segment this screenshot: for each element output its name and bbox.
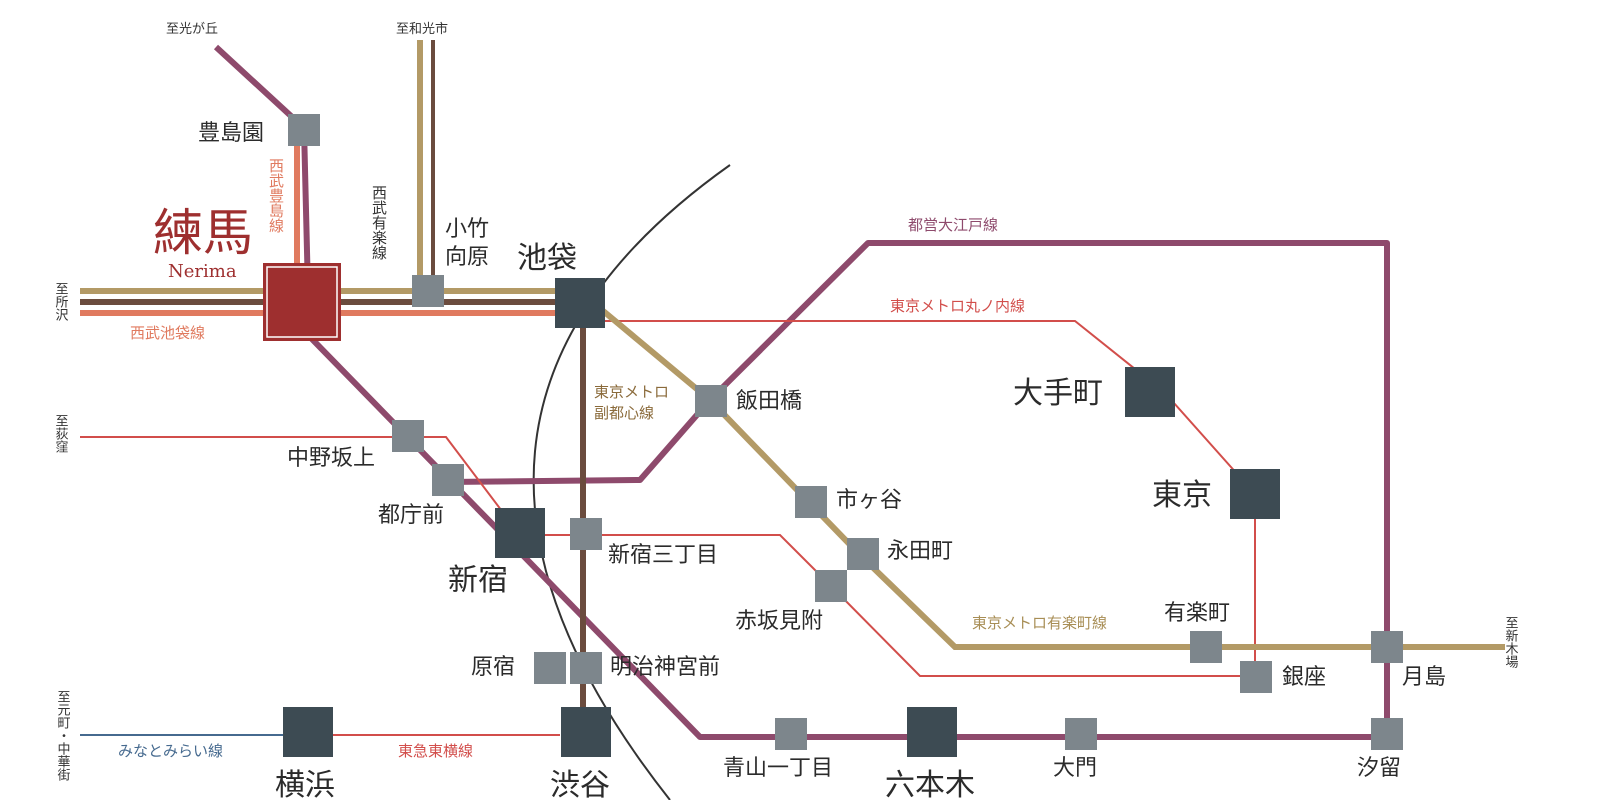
station-yokohama[interactable] bbox=[283, 707, 333, 757]
label-akasaka-mitsuke: 赤坂見附 bbox=[735, 609, 823, 634]
label-line-fukutoshin-1: 東京メトロ bbox=[594, 383, 669, 401]
direction-tokorozawa: 至所沢 bbox=[53, 282, 69, 321]
home-station-romaji: Nerima bbox=[168, 261, 237, 282]
label-ichigaya: 市ヶ谷 bbox=[836, 488, 902, 513]
label-nagatacho: 永田町 bbox=[887, 539, 953, 564]
label-line-seibu-toshima: 西武豊島線 bbox=[267, 158, 285, 233]
home-station-name: 練馬 bbox=[153, 204, 253, 262]
label-line-oedo: 都営大江戸線 bbox=[908, 216, 998, 234]
label-roppongi: 六本木 bbox=[885, 768, 975, 800]
label-ikebukuro: 池袋 bbox=[517, 241, 577, 276]
station-roppongi[interactable] bbox=[907, 707, 957, 757]
direction-wakoshi: 至和光市 bbox=[396, 21, 448, 37]
station-shiodome[interactable] bbox=[1371, 718, 1403, 750]
arc-line bbox=[532, 164, 731, 800]
direction-motomachi: 至元町・中華街 bbox=[55, 690, 71, 781]
station-aoyama-itchome[interactable] bbox=[775, 718, 807, 750]
station-tsukishima[interactable] bbox=[1371, 631, 1403, 663]
label-toshimaen: 豊島園 bbox=[198, 121, 264, 146]
station-iidabashi[interactable] bbox=[695, 385, 727, 417]
station-nakano-sakaue[interactable] bbox=[392, 420, 424, 452]
station-kotake-mukaihara[interactable] bbox=[412, 275, 444, 307]
label-line-tokyu-toyoko: 東急東横線 bbox=[398, 742, 473, 760]
direction-hikarigaoka: 至光が丘 bbox=[166, 22, 218, 37]
label-line-seibu-yurakucho: 西武有楽線 bbox=[370, 185, 388, 260]
station-yurakucho[interactable] bbox=[1190, 631, 1222, 663]
station-harajuku[interactable] bbox=[534, 652, 566, 684]
station-ginza[interactable] bbox=[1240, 661, 1272, 693]
station-tochomae[interactable] bbox=[432, 464, 464, 496]
station-shinjuku[interactable] bbox=[495, 508, 545, 558]
label-meiji-jingumae: 明治神宮前 bbox=[610, 655, 720, 680]
station-otemachi[interactable] bbox=[1125, 367, 1175, 417]
label-yokohama: 横浜 bbox=[275, 768, 335, 800]
label-shinjuku-sanchome: 新宿三丁目 bbox=[608, 543, 718, 568]
label-line-seibu-ikebukuro: 西武池袋線 bbox=[130, 324, 205, 342]
label-shiodome: 汐留 bbox=[1357, 756, 1401, 781]
label-shibuya: 渋谷 bbox=[550, 768, 610, 800]
label-line-fukutoshin-2: 副都心線 bbox=[594, 404, 654, 422]
label-tochomae: 都庁前 bbox=[378, 503, 444, 528]
station-daimon[interactable] bbox=[1065, 718, 1097, 750]
label-ginza: 銀座 bbox=[1282, 665, 1326, 690]
label-nakano-sakaue: 中野坂上 bbox=[287, 446, 375, 471]
station-nerima[interactable] bbox=[263, 263, 341, 341]
station-akasaka-mitsuke[interactable] bbox=[815, 570, 847, 602]
label-kotake: 小竹 bbox=[445, 217, 489, 242]
label-line-minatomirai: みなとみらい線 bbox=[118, 742, 223, 760]
label-line-yurakucho: 東京メトロ有楽町線 bbox=[972, 614, 1107, 632]
label-line-marunouchi: 東京メトロ丸ノ内線 bbox=[890, 297, 1025, 315]
label-shinjuku: 新宿 bbox=[448, 563, 508, 598]
station-nagatacho[interactable] bbox=[847, 538, 879, 570]
label-harajuku: 原宿 bbox=[471, 655, 515, 680]
label-iidabashi: 飯田橋 bbox=[736, 389, 802, 414]
station-shinjuku-sanchome[interactable] bbox=[570, 518, 602, 550]
label-aoyama-itchome: 青山一丁目 bbox=[723, 756, 833, 781]
label-tokyo: 東京 bbox=[1152, 478, 1212, 513]
label-mukaihara: 向原 bbox=[445, 245, 489, 270]
direction-ogikubo: 至荻窪 bbox=[53, 414, 69, 454]
direction-shinkiba: 至新木場 bbox=[1503, 616, 1519, 668]
station-ikebukuro[interactable] bbox=[555, 278, 605, 328]
label-daimon: 大門 bbox=[1053, 756, 1097, 781]
station-ichigaya[interactable] bbox=[795, 486, 827, 518]
station-toshimaen[interactable] bbox=[288, 114, 320, 146]
label-tsukishima: 月島 bbox=[1402, 665, 1446, 690]
label-yurakucho: 有楽町 bbox=[1164, 601, 1230, 626]
station-tokyo[interactable] bbox=[1230, 469, 1280, 519]
station-shibuya[interactable] bbox=[561, 707, 611, 757]
station-meiji-jingumae[interactable] bbox=[570, 652, 602, 684]
label-otemachi: 大手町 bbox=[1013, 376, 1103, 411]
